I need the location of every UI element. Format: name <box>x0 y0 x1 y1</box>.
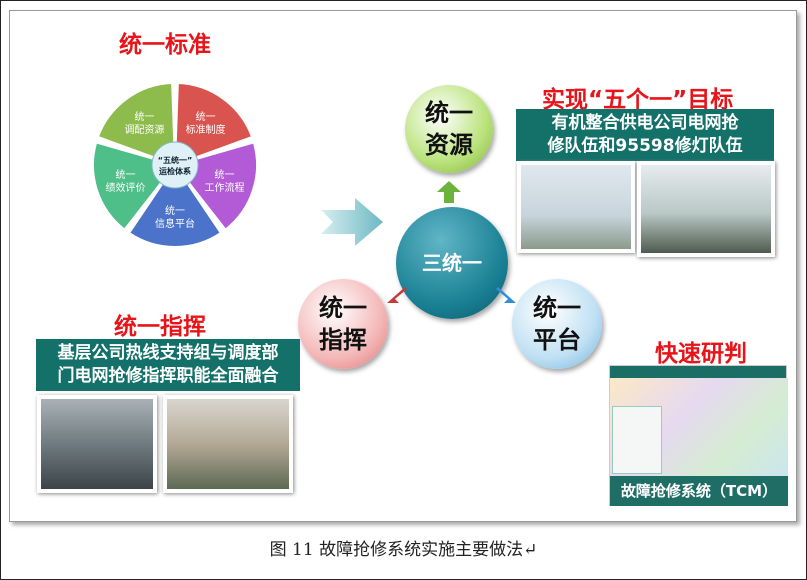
hub-label: 三统一 <box>422 250 482 275</box>
cycle-segment <box>186 141 258 232</box>
cycle-segment-label: 统一 <box>134 110 154 123</box>
cycle-segment-label: 绩效评价 <box>106 181 146 194</box>
cycle-segment-label: 工作流程 <box>204 181 244 194</box>
repair-photo-1 <box>517 161 635 253</box>
cycle-segment-label: 统一 <box>116 168 136 181</box>
platform-l2: 平台 <box>533 326 581 354</box>
platform-l1: 统一 <box>533 293 581 322</box>
command-line-2: 门电网抢修指挥职能全面融合 <box>57 366 279 386</box>
command-l2: 指挥 <box>319 326 367 354</box>
diag-arrow-blue-icon <box>496 287 516 303</box>
goal-line-2: 修队伍和95598修灯队伍 <box>547 136 743 156</box>
resource-l2: 资源 <box>425 131 473 159</box>
repair-photo-2 <box>637 161 775 257</box>
big-arrow-icon <box>321 198 383 246</box>
goal-line-1: 有机整合供电公司电网抢 <box>551 113 739 133</box>
command-circle: 统一指挥 <box>298 279 388 369</box>
cycle-segment <box>96 82 176 160</box>
tcm-screenshot: 故障抢修系统（TCM） <box>609 365 788 506</box>
resource-circle: 统一资源 <box>405 85 493 173</box>
three-unified-hub: 三统一 <box>396 207 508 319</box>
goal-title: 实现“五个一”目标 <box>542 87 734 113</box>
cycle-segment-label: 标准制度 <box>186 123 226 136</box>
cycle-segment <box>127 180 223 248</box>
command-photo-1 <box>37 395 157 493</box>
resource-l1: 统一 <box>425 98 473 127</box>
cycle-segment <box>174 82 254 160</box>
standard-title: 统一标准 <box>119 32 211 58</box>
command-line-1: 基层公司热线支持组与调度部 <box>57 343 279 363</box>
command-box: 基层公司热线支持组与调度部门电网抢修指挥职能全面融合 <box>36 339 300 391</box>
cycle-segment-label: 统一 <box>165 204 185 217</box>
up-arrow-icon <box>437 181 461 203</box>
cycle-segment-label: 调配资源 <box>124 123 164 136</box>
figure-caption: 图 11 故障抢修系统实施主要做法↵ <box>269 540 538 560</box>
cycle-segment-label: 信息平台 <box>155 217 195 230</box>
command-title: 统一指挥 <box>114 314 206 340</box>
cycle-segment-label: 统一 <box>196 110 216 123</box>
platform-circle: 统一平台 <box>512 279 602 369</box>
cycle-center <box>151 141 199 189</box>
diag-arrow-red-icon <box>387 287 407 303</box>
tcm-panel <box>612 406 662 474</box>
cycle-segment-label: 统一 <box>214 168 234 181</box>
cycle-center-label: “五统一” <box>158 155 193 165</box>
cycle-segment <box>92 141 164 232</box>
tcm-bar: 故障抢修系统（TCM） <box>610 476 788 506</box>
tcm-toolbar <box>610 366 786 378</box>
goal-box: 有机整合供电公司电网抢修队伍和95598修灯队伍 <box>516 109 774 161</box>
judge-title: 快速研判 <box>655 341 747 367</box>
command-l1: 统一 <box>319 293 367 322</box>
command-photo-2 <box>163 395 293 493</box>
cycle-center-label: 运检体系 <box>159 166 191 176</box>
